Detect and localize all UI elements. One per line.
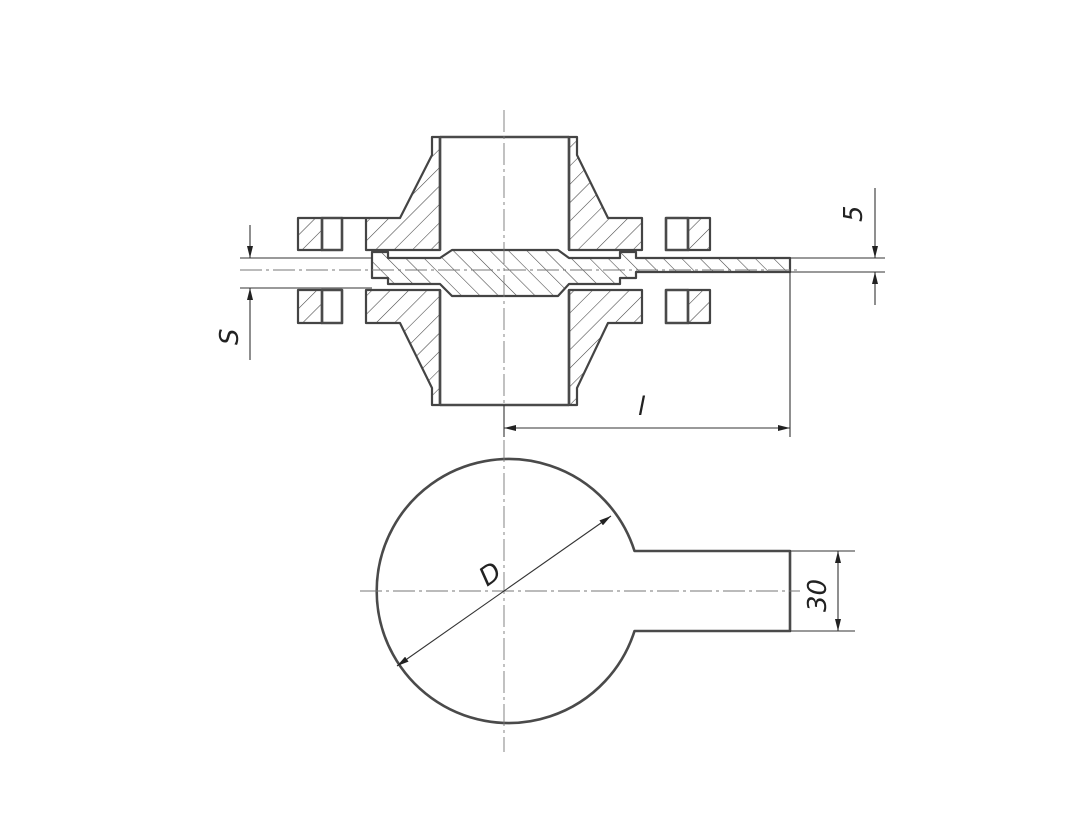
dim-5-label: 5 [839,205,869,222]
right-flange-upper-bolt [664,216,690,252]
dim-l-label: l [638,392,646,422]
dim-30: 30 [790,550,855,632]
spade-outline [375,457,792,725]
right-flange-upper-hatch [686,216,712,252]
dim-s: S [215,225,372,360]
left-flange-upper-hatch [296,216,324,252]
dim-30-label: 30 [803,579,833,612]
dim-s-label: S [215,328,245,345]
section-view [240,110,800,430]
plan-view [360,440,800,752]
left-flange-lower-bolt [320,288,344,325]
dim-l: l [503,272,791,437]
left-flange-lower-hatch [296,288,324,325]
left-flange-upper-bolt [320,216,344,252]
left-flange-upper-hatch-2 [340,135,442,252]
right-flange-lower-hatch-2 [567,288,644,407]
left-flange-lower-hatch-2 [364,288,442,407]
right-flange-upper-hatch-2 [567,135,644,252]
dim-d-label: D [474,557,508,593]
right-flange-lower-hatch [686,288,712,325]
right-flange-lower-bolt [664,288,690,325]
dim-5: 5 [790,188,885,305]
